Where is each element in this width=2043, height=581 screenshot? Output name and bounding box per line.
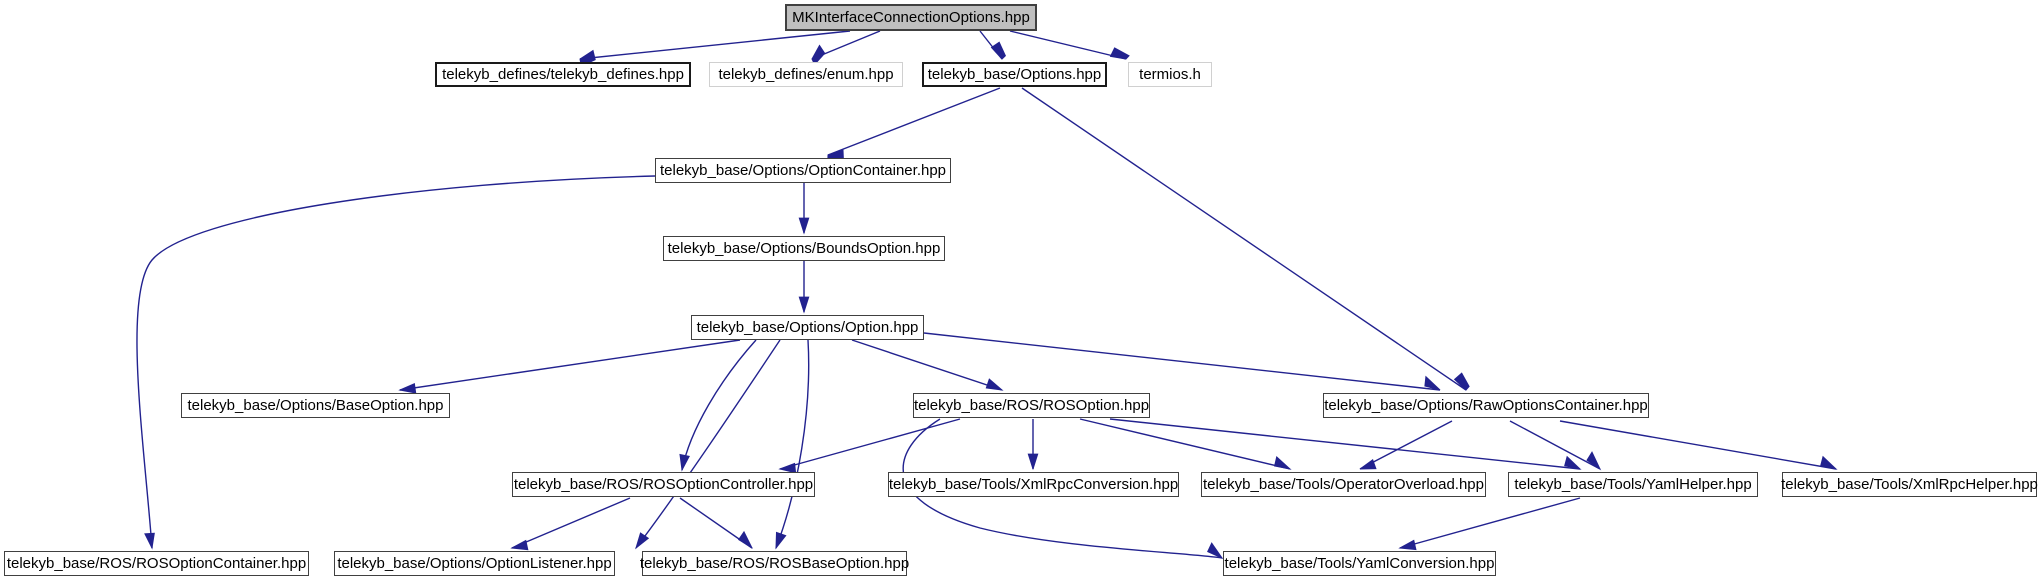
- arrowhead: [1358, 459, 1377, 470]
- graph-node-termios[interactable]: termios.h: [1128, 62, 1212, 87]
- graph-node-operatoroverload[interactable]: telekyb_base/Tools/OperatorOverload.hpp: [1201, 472, 1486, 497]
- arrowhead: [144, 532, 155, 550]
- edge-option-to-rosoptioncontroller: [679, 339, 757, 472]
- graph-node-boundsoption[interactable]: telekyb_base/Options/BoundsOption.hpp: [663, 236, 945, 261]
- arrowhead: [775, 531, 787, 550]
- edge-rawoptionscontainer-to-xmlrpchelper: [1559, 420, 1838, 470]
- graph-node-root[interactable]: MKInterfaceConnectionOptions.hpp: [785, 4, 1037, 31]
- edge-option-to-rawoptionscontainer: [923, 332, 1441, 391]
- graph-node-label: telekyb_base/Options/Option.hpp: [696, 319, 919, 336]
- graph-node-label: telekyb_defines/enum.hpp: [718, 66, 894, 83]
- graph-node-label: telekyb_base/Options/RawOptionsContainer…: [1324, 397, 1648, 414]
- graph-node-label: telekyb_base/Options.hpp: [927, 66, 1102, 83]
- arrowhead: [798, 296, 810, 314]
- edge-option-to-rosbaseoption: [775, 339, 810, 550]
- graph-node-label: telekyb_base/Tools/YamlHelper.hpp: [1514, 476, 1752, 493]
- graph-node-rosoptioncontainer[interactable]: telekyb_base/ROS/ROSOptionContainer.hpp: [4, 551, 309, 576]
- arrowhead: [990, 41, 1007, 60]
- graph-node-label: telekyb_base/Options/OptionContainer.hpp: [659, 162, 947, 179]
- edge-rosoption-to-rosoptioncontroller: [778, 418, 961, 474]
- graph-node-label: telekyb_base/Tools/YamlConversion.hpp: [1224, 555, 1495, 572]
- arrowhead: [398, 382, 417, 394]
- edge-boundsoption-to-option: [798, 261, 810, 314]
- edge-rosoptioncontroller-to-rosbaseoption: [679, 497, 754, 550]
- graph-node-label: MKInterfaceConnectionOptions.hpp: [792, 9, 1030, 26]
- graph-node-optioncontainer[interactable]: telekyb_base/Options/OptionContainer.hpp: [655, 158, 951, 183]
- graph-node-xmlrpcconversion[interactable]: telekyb_base/Tools/XmlRpcConversion.hpp: [888, 472, 1179, 497]
- edge-option-to-baseoption: [398, 339, 741, 394]
- arrowhead: [510, 539, 529, 551]
- graph-node-label: telekyb_base/Options/BoundsOption.hpp: [667, 240, 941, 257]
- arrowhead: [737, 530, 754, 550]
- arrowhead: [1207, 542, 1224, 560]
- graph-node-rosoptioncontroller[interactable]: telekyb_base/ROS/ROSOptionController.hpp: [512, 472, 815, 497]
- graph-node-label: telekyb_base/Options/BaseOption.hpp: [187, 397, 444, 414]
- graph-node-label: telekyb_base/Tools/XmlRpcHelper.hpp: [1781, 476, 2038, 493]
- graph-node-label: telekyb_base/Tools/OperatorOverload.hpp: [1202, 476, 1484, 493]
- edge-options-to-rawoptionscontainer: [1021, 87, 1470, 391]
- edge-rosoptioncontroller-to-optionlistener: [510, 497, 631, 551]
- arrowhead: [1424, 375, 1441, 391]
- graph-node-yamlconversion[interactable]: telekyb_base/Tools/YamlConversion.hpp: [1223, 551, 1496, 576]
- arrowhead: [1109, 47, 1130, 60]
- graph-node-label: telekyb_base/ROS/ROSBaseOption.hpp: [639, 555, 910, 572]
- arrowhead: [1453, 372, 1470, 391]
- arrowhead: [985, 378, 1004, 391]
- edge-rawoptionscontainer-to-yamlhelper: [1509, 420, 1602, 471]
- graph-node-options[interactable]: telekyb_base/Options.hpp: [922, 62, 1107, 87]
- graph-node-label: telekyb_base/Tools/XmlRpcConversion.hpp: [888, 476, 1179, 493]
- graph-node-telekyb_defines[interactable]: telekyb_defines/telekyb_defines.hpp: [435, 62, 691, 87]
- graph-node-label: telekyb_base/ROS/ROSOption.hpp: [913, 397, 1150, 414]
- graph-node-label: termios.h: [1139, 66, 1201, 83]
- graph-node-label: telekyb_base/ROS/ROSOptionController.hpp: [513, 476, 814, 493]
- arrowhead: [1820, 455, 1838, 470]
- graph-node-rawoptionscontainer[interactable]: telekyb_base/Options/RawOptionsContainer…: [1323, 393, 1649, 418]
- arrowhead: [798, 217, 810, 235]
- edge-option-to-optionlistener: [635, 339, 781, 550]
- edge-optioncontainer-to-boundsoption: [798, 183, 810, 235]
- edge-rosoption-to-operatoroverload: [1079, 418, 1292, 470]
- graph-node-rosoption[interactable]: telekyb_base/ROS/ROSOption.hpp: [913, 393, 1150, 418]
- graph-node-baseoption[interactable]: telekyb_base/Options/BaseOption.hpp: [181, 393, 450, 418]
- graph-node-label: telekyb_base/Options/OptionListener.hpp: [337, 555, 612, 572]
- edge-options-to-optioncontainer: [827, 87, 1001, 163]
- edge-root-to-telekyb_defines: [579, 30, 851, 67]
- edge-root-to-termios: [1009, 30, 1130, 60]
- arrowhead: [1027, 453, 1039, 471]
- arrowhead: [1273, 455, 1292, 470]
- arrowhead: [635, 532, 650, 550]
- edge-rosoption-to-yamlhelper: [1109, 418, 1582, 470]
- graph-node-option[interactable]: telekyb_base/Options/Option.hpp: [691, 315, 924, 340]
- edge-root-to-options: [979, 30, 1007, 60]
- edge-root-to-enum: [811, 30, 881, 66]
- edge-yamlhelper-to-yamlconversion: [1398, 497, 1581, 551]
- arrowhead: [1586, 451, 1602, 471]
- graph-node-label: telekyb_defines/telekyb_defines.hpp: [442, 66, 684, 83]
- edge-rosoption-to-xmlrpcconversion: [1027, 419, 1039, 471]
- arrowhead: [1398, 539, 1417, 551]
- arrowhead: [679, 453, 690, 472]
- graph-node-optionlistener[interactable]: telekyb_base/Options/OptionListener.hpp: [334, 551, 615, 576]
- edge-option-to-rosoption: [851, 339, 1004, 391]
- edge-rawoptionscontainer-to-operatoroverload: [1358, 420, 1453, 470]
- arrowhead: [1564, 455, 1582, 470]
- graph-node-enum[interactable]: telekyb_defines/enum.hpp: [709, 62, 903, 87]
- graph-node-yamlhelper[interactable]: telekyb_base/Tools/YamlHelper.hpp: [1508, 472, 1758, 497]
- graph-node-xmlrpchelper[interactable]: telekyb_base/Tools/XmlRpcHelper.hpp: [1781, 472, 2038, 497]
- graph-node-rosbaseoption[interactable]: telekyb_base/ROS/ROSBaseOption.hpp: [639, 551, 910, 576]
- graph-node-label: telekyb_base/ROS/ROSOptionContainer.hpp: [6, 555, 307, 572]
